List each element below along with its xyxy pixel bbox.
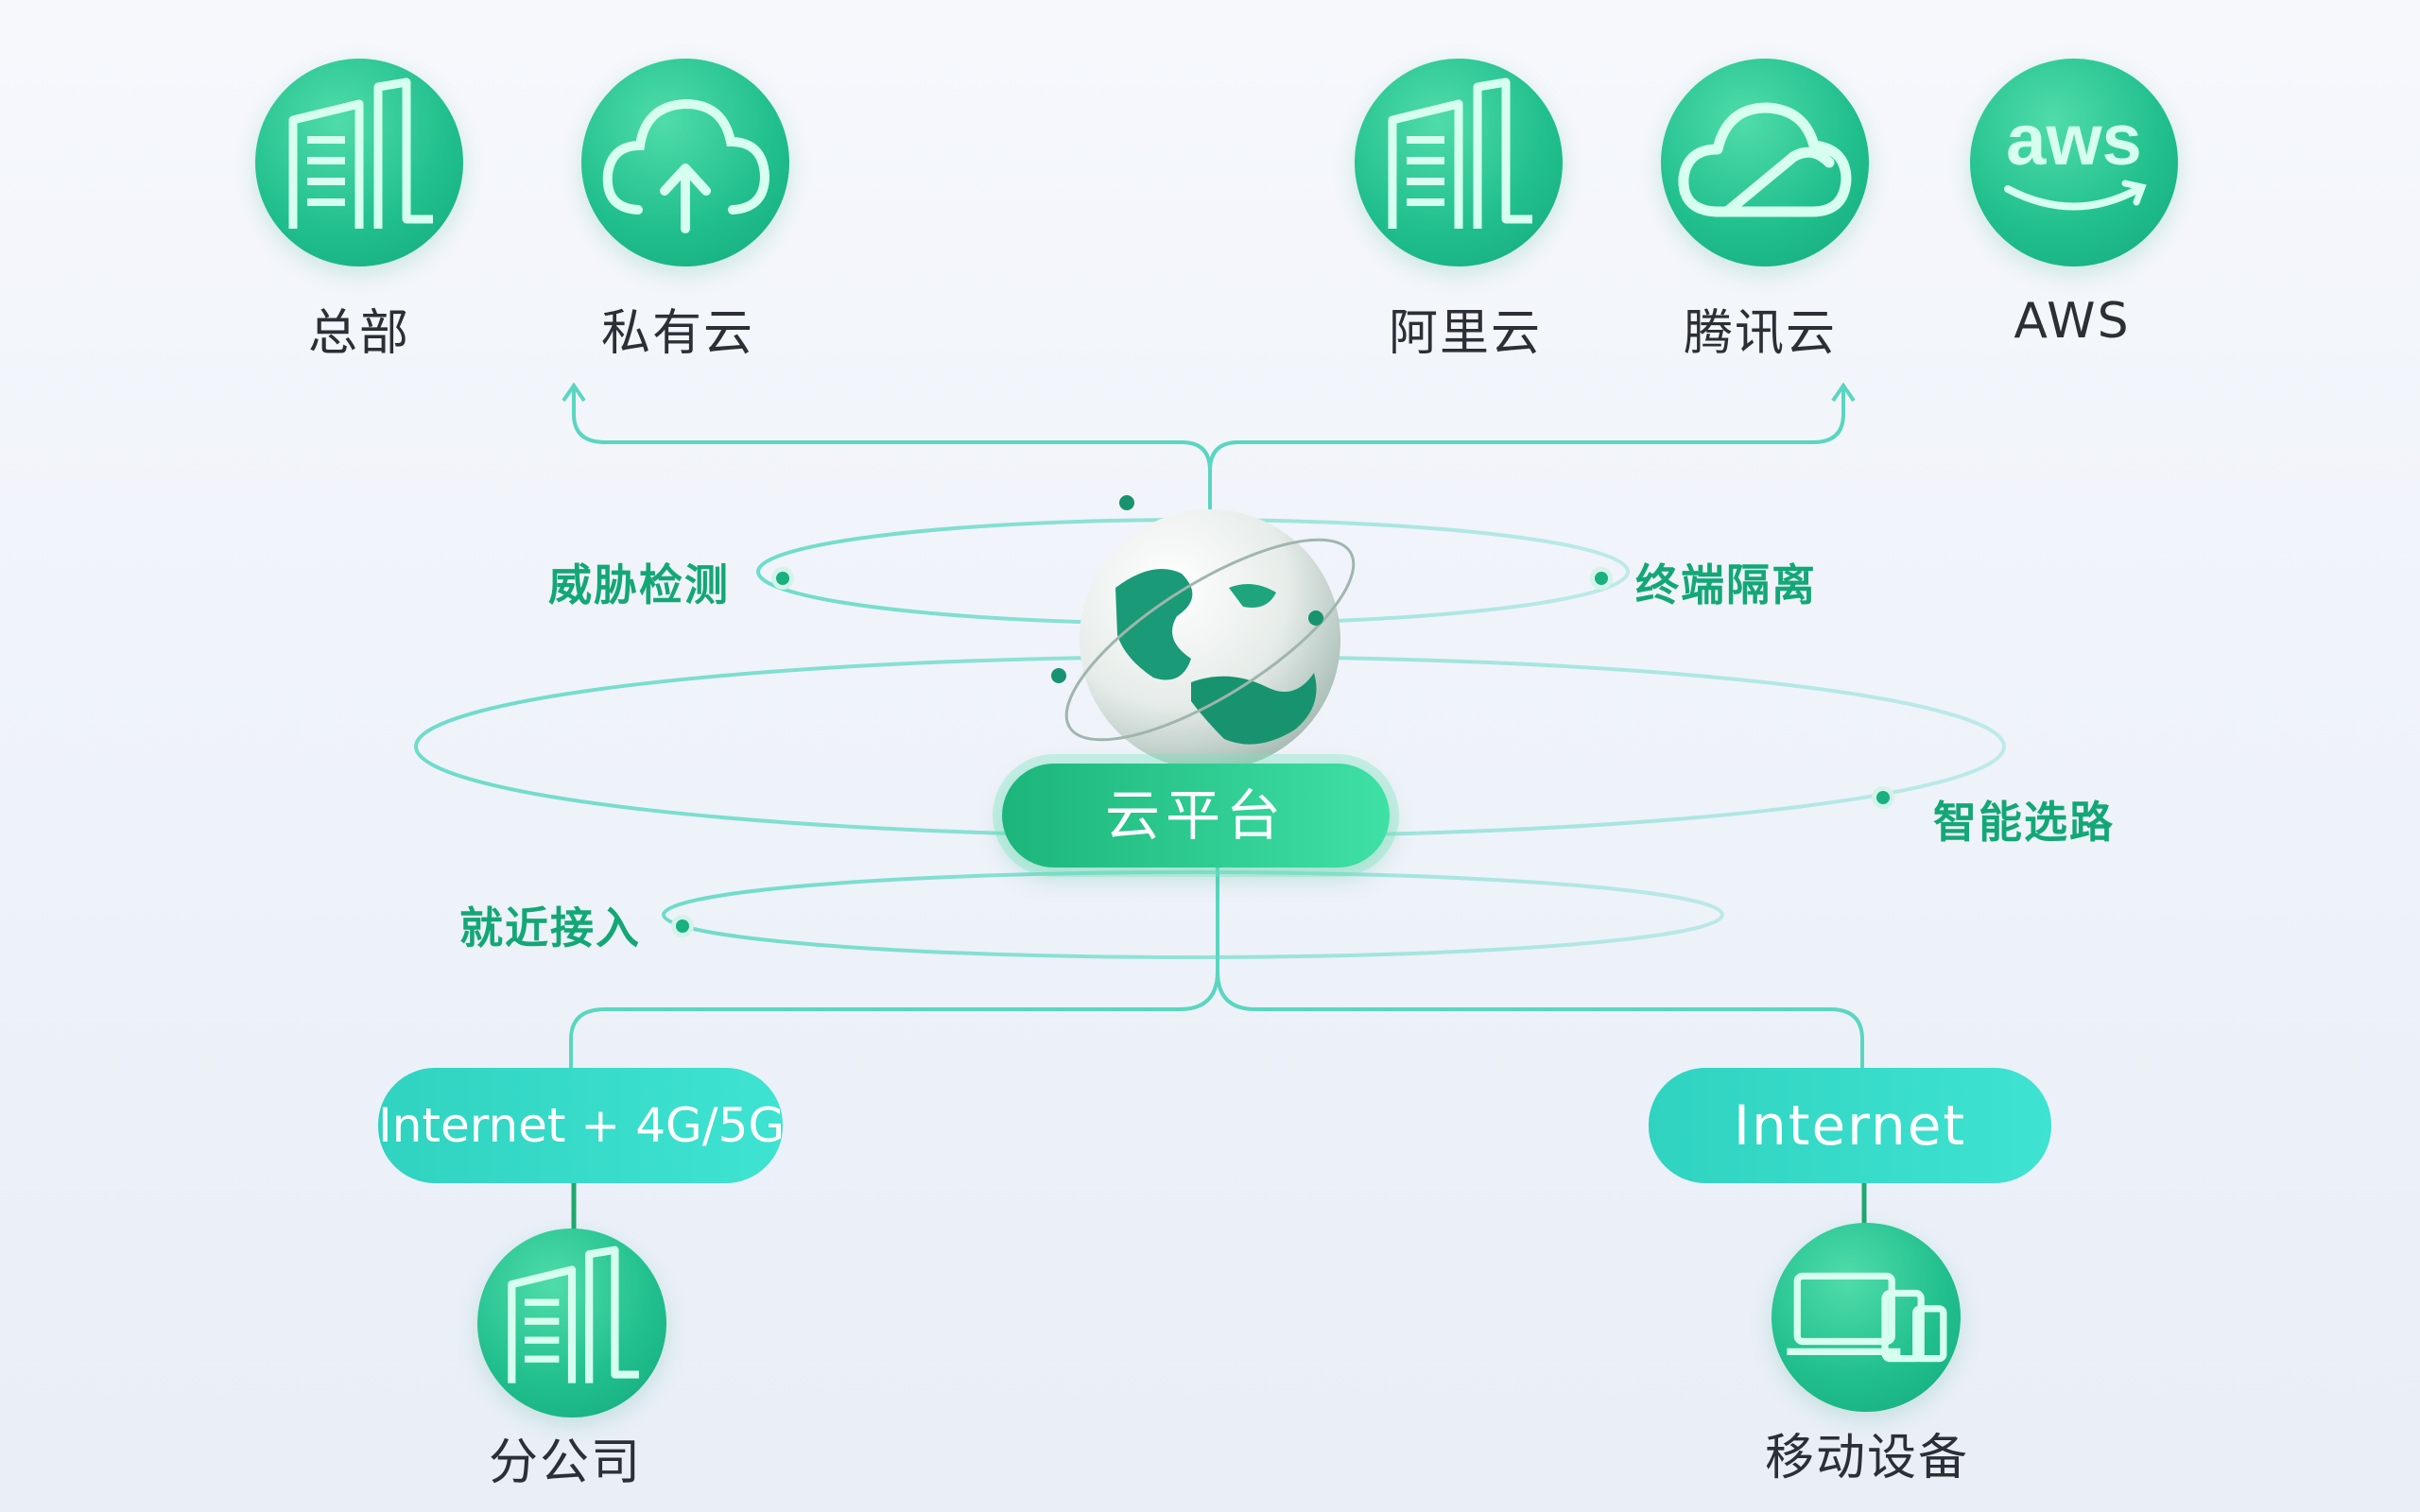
top-branch-line (572, 389, 1212, 524)
bottom-branch-line (569, 868, 1219, 1070)
globe-icon (1051, 495, 1356, 770)
feature-terminal-isolation: 终端隔离 (1635, 559, 1817, 610)
building-icon (288, 77, 433, 229)
node-private-cloud-label: 私有云 (600, 305, 754, 362)
node-aliyun-label: 阿里云 (1388, 305, 1542, 362)
arrow-up-right (1831, 382, 1856, 403)
bottom-branch-line-right (1216, 971, 1864, 1070)
devices-icon (1787, 1272, 1947, 1363)
node-private-cloud-circle[interactable] (581, 59, 789, 266)
node-tencent-circle[interactable] (1661, 59, 1869, 266)
aws-logo-icon: aws (2004, 100, 2147, 211)
cloud-upload-icon (602, 98, 770, 233)
node-hq-label: 总部 (307, 305, 410, 362)
node-aws-circle[interactable]: aws (1970, 59, 2178, 266)
cloud-platform-pill[interactable]: 云平台 (1002, 764, 1390, 868)
building-icon (1388, 77, 1532, 229)
link-internet-4g5g[interactable]: Internet + 4G/5G (378, 1068, 785, 1183)
node-branch-label: 分公司 (488, 1435, 642, 1491)
feature-threat-detection: 威胁检测 (548, 559, 730, 610)
feature-smart-routing: 智能选路 (1933, 797, 2115, 848)
tencent-cloud-icon (1678, 102, 1852, 217)
link-internet[interactable]: Internet (1649, 1068, 2051, 1183)
node-hq-circle[interactable] (255, 59, 463, 266)
node-aws-label: AWS (2014, 293, 2131, 350)
arrow-up-left (562, 382, 586, 403)
node-mobile-label: 移动设备 (1764, 1430, 1969, 1486)
svg-text:aws: aws (2006, 100, 2142, 180)
orbit-bottom (662, 870, 1724, 959)
building-icon (508, 1246, 639, 1383)
feature-nearby-access: 就近接入 (459, 902, 641, 954)
node-mobile-circle[interactable] (1772, 1223, 1961, 1412)
node-branch-circle[interactable] (477, 1228, 666, 1418)
node-aliyun-circle[interactable] (1355, 59, 1563, 266)
top-branch-line-right (1208, 389, 1845, 472)
node-tencent-label: 腾讯云 (1683, 305, 1837, 362)
